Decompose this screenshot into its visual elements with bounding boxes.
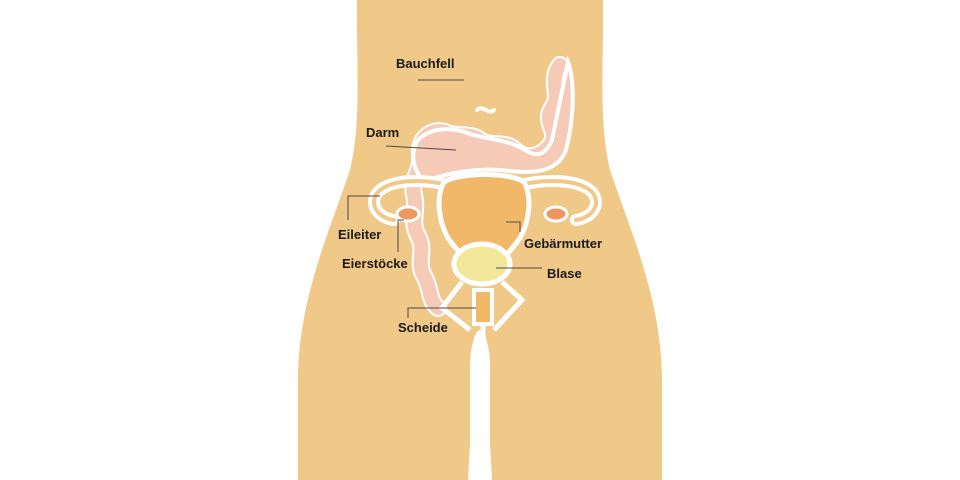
leader-darm [385, 145, 457, 151]
ovary-left [395, 205, 421, 223]
leader-scheide [407, 307, 476, 318]
bladder [451, 241, 513, 287]
ovary-right [543, 205, 569, 223]
leader-gebaermutter [506, 221, 521, 232]
label-bauchfell: Bauchfell [396, 56, 455, 71]
leader-eileiter [347, 195, 380, 220]
label-darm: Darm [366, 125, 400, 140]
label-blase: Blase [547, 266, 582, 281]
leg-gap [470, 330, 490, 480]
label-eierstoecke: Eierstöcke [342, 256, 408, 271]
leader-lines [347, 79, 542, 318]
label-scheide: Scheide [398, 320, 448, 335]
bowel [404, 54, 575, 317]
fallopian-tubes [368, 175, 602, 226]
leader-eierstoecke [397, 219, 404, 252]
label-eileiter: Eileiter [338, 227, 382, 242]
label-gebaermutter: Gebärmutter [524, 236, 603, 251]
